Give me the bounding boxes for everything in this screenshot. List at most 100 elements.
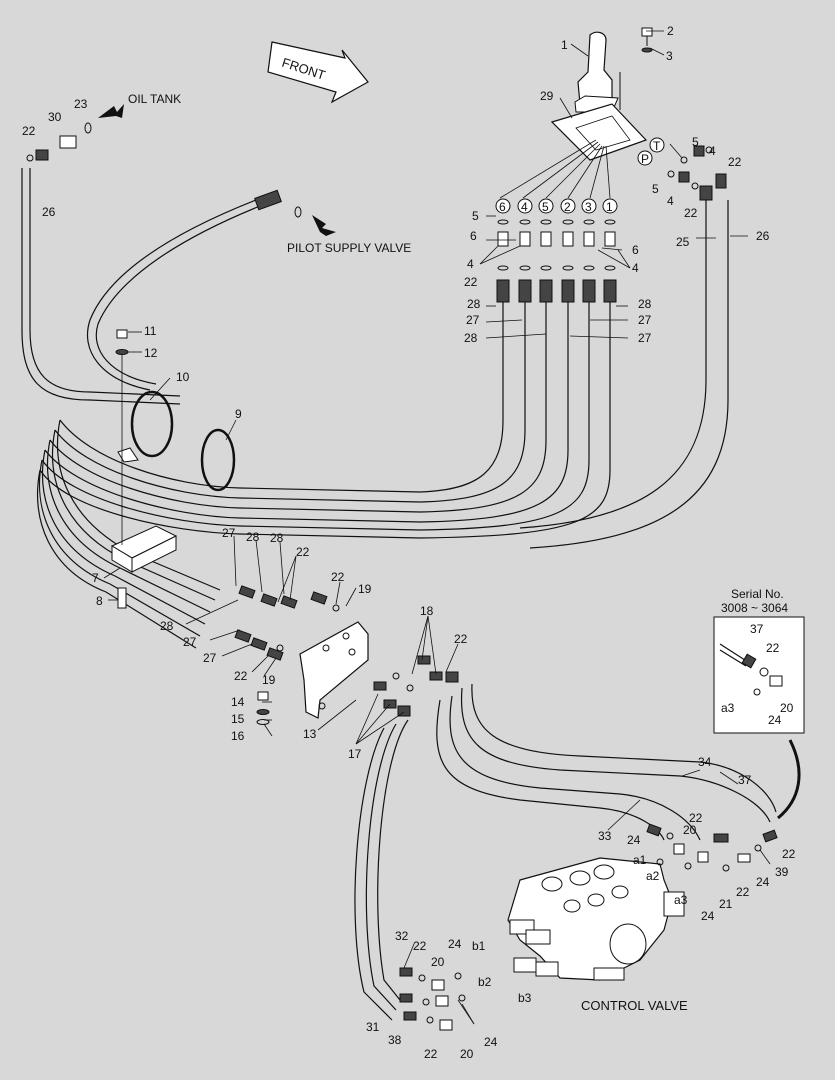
callout-27d: 27 bbox=[222, 526, 236, 540]
callout-4d: 4 bbox=[632, 261, 639, 275]
port-a1: a1 bbox=[633, 853, 647, 867]
callout-38: 38 bbox=[388, 1033, 402, 1047]
serial-line1: Serial No. bbox=[731, 587, 784, 601]
callout-22a: 22 bbox=[22, 124, 36, 138]
callout-22g: 22 bbox=[234, 669, 248, 683]
oil-tank-label: OIL TANK bbox=[128, 92, 181, 106]
callout-28e: 28 bbox=[270, 531, 284, 545]
callout-24e: 24 bbox=[484, 1035, 498, 1049]
leader-lines bbox=[103, 30, 771, 1025]
callout-22b: 22 bbox=[728, 155, 742, 169]
callout-22m: 22 bbox=[424, 1047, 438, 1061]
callout-30: 30 bbox=[48, 110, 62, 124]
callout-16: 16 bbox=[231, 729, 245, 743]
callout-28c: 28 bbox=[464, 331, 478, 345]
callout-26a: 26 bbox=[42, 205, 56, 219]
callout-27b: 27 bbox=[638, 313, 652, 327]
control-valve-label: CONTROL VALVE bbox=[581, 998, 688, 1013]
callout-22c: 22 bbox=[684, 206, 698, 220]
manifold-plate bbox=[256, 621, 369, 725]
port-6: 6 bbox=[499, 200, 506, 214]
callout-8: 8 bbox=[96, 594, 103, 608]
port-b2: b2 bbox=[478, 975, 492, 989]
callout-22e: 22 bbox=[296, 545, 310, 559]
control-valve-body bbox=[507, 857, 685, 981]
port-2: 2 bbox=[564, 200, 571, 214]
callout-6b: 6 bbox=[632, 243, 639, 257]
callout-21: 21 bbox=[719, 897, 733, 911]
callout-31: 31 bbox=[366, 1020, 380, 1034]
callout-28b: 28 bbox=[638, 297, 652, 311]
callout-15: 15 bbox=[231, 712, 245, 726]
inset-callout-24: 24 bbox=[768, 713, 782, 727]
inset-callout-22: 22 bbox=[766, 641, 780, 655]
callout-37: 37 bbox=[738, 773, 752, 787]
port-P: P bbox=[641, 152, 649, 166]
callout-12: 12 bbox=[144, 346, 158, 360]
hose-bracket-block bbox=[110, 329, 178, 609]
serial-line2: 3008 ~ 3064 bbox=[721, 601, 788, 615]
callout-9: 9 bbox=[235, 407, 242, 421]
callout-22f: 22 bbox=[331, 570, 345, 584]
callout-19a: 19 bbox=[358, 582, 372, 596]
callout-14: 14 bbox=[231, 695, 245, 709]
callout-6a: 6 bbox=[470, 229, 477, 243]
callout-22l: 22 bbox=[413, 939, 427, 953]
oil-tank-arrow-icon bbox=[98, 104, 124, 118]
pilot-fittings bbox=[496, 219, 617, 303]
valve-port-labels: a1 a2 a3 b1 b2 b3 bbox=[472, 853, 688, 1005]
callout-22h: 22 bbox=[454, 632, 468, 646]
callout-18: 18 bbox=[420, 604, 434, 618]
inset-callout-20: 20 bbox=[780, 701, 794, 715]
callout-numbers: 1 2 3 4 4 4 4 5 5 5 6 6 7 8 9 10 11 12 1… bbox=[22, 24, 796, 1061]
callout-24d: 24 bbox=[448, 937, 462, 951]
callout-24a: 24 bbox=[627, 833, 641, 847]
port-a2: a2 bbox=[646, 869, 660, 883]
callout-27e: 27 bbox=[183, 635, 197, 649]
callout-27c: 27 bbox=[638, 331, 652, 345]
callout-5b: 5 bbox=[652, 182, 659, 196]
callout-22d: 22 bbox=[464, 275, 478, 289]
inset-callout-37: 37 bbox=[750, 622, 764, 636]
port-b1: b1 bbox=[472, 939, 486, 953]
callout-34: 34 bbox=[698, 755, 712, 769]
callout-4b: 4 bbox=[667, 194, 674, 208]
callout-26b: 26 bbox=[756, 229, 770, 243]
callout-28a: 28 bbox=[467, 297, 481, 311]
callout-2: 2 bbox=[667, 24, 674, 38]
tank-pressure-fittings bbox=[667, 145, 727, 201]
callout-23: 23 bbox=[74, 97, 88, 111]
callout-20a: 20 bbox=[683, 823, 697, 837]
callout-39: 39 bbox=[775, 865, 789, 879]
callout-3: 3 bbox=[666, 49, 673, 63]
pilot-hose-bundle bbox=[21, 168, 729, 549]
callout-5c: 5 bbox=[472, 209, 479, 223]
callout-33: 33 bbox=[598, 829, 612, 843]
callout-10: 10 bbox=[176, 370, 190, 384]
oil-tank-fittings bbox=[26, 122, 302, 218]
valve-port-fittings bbox=[399, 823, 778, 1031]
callout-28f: 28 bbox=[160, 619, 174, 633]
callout-25: 25 bbox=[676, 235, 690, 249]
callout-24c: 24 bbox=[701, 909, 715, 923]
callout-4c: 4 bbox=[467, 257, 474, 271]
callout-32: 32 bbox=[395, 929, 409, 943]
port-a3: a3 bbox=[674, 893, 688, 907]
pilot-port-circles: 6 4 5 2 3 1 T P bbox=[495, 137, 665, 214]
pilot-supply-valve-label: PILOT SUPPLY VALVE bbox=[287, 241, 411, 255]
callout-13: 13 bbox=[303, 727, 317, 741]
callout-1: 1 bbox=[561, 38, 568, 52]
callout-20c: 20 bbox=[460, 1047, 474, 1061]
front-arrow: FRONT bbox=[267, 41, 369, 104]
serial-inset: Serial No. 3008 ~ 3064 37 22 20 24 a3 bbox=[713, 587, 805, 820]
callout-17: 17 bbox=[348, 747, 362, 761]
callout-29: 29 bbox=[540, 89, 554, 103]
port-b3: b3 bbox=[518, 991, 532, 1005]
callout-4a: 4 bbox=[709, 144, 716, 158]
pilot-joystick bbox=[499, 31, 648, 199]
callout-22k: 22 bbox=[736, 885, 750, 899]
callout-24b: 24 bbox=[756, 875, 770, 889]
port-1: 1 bbox=[606, 200, 613, 214]
port-3: 3 bbox=[585, 200, 592, 214]
